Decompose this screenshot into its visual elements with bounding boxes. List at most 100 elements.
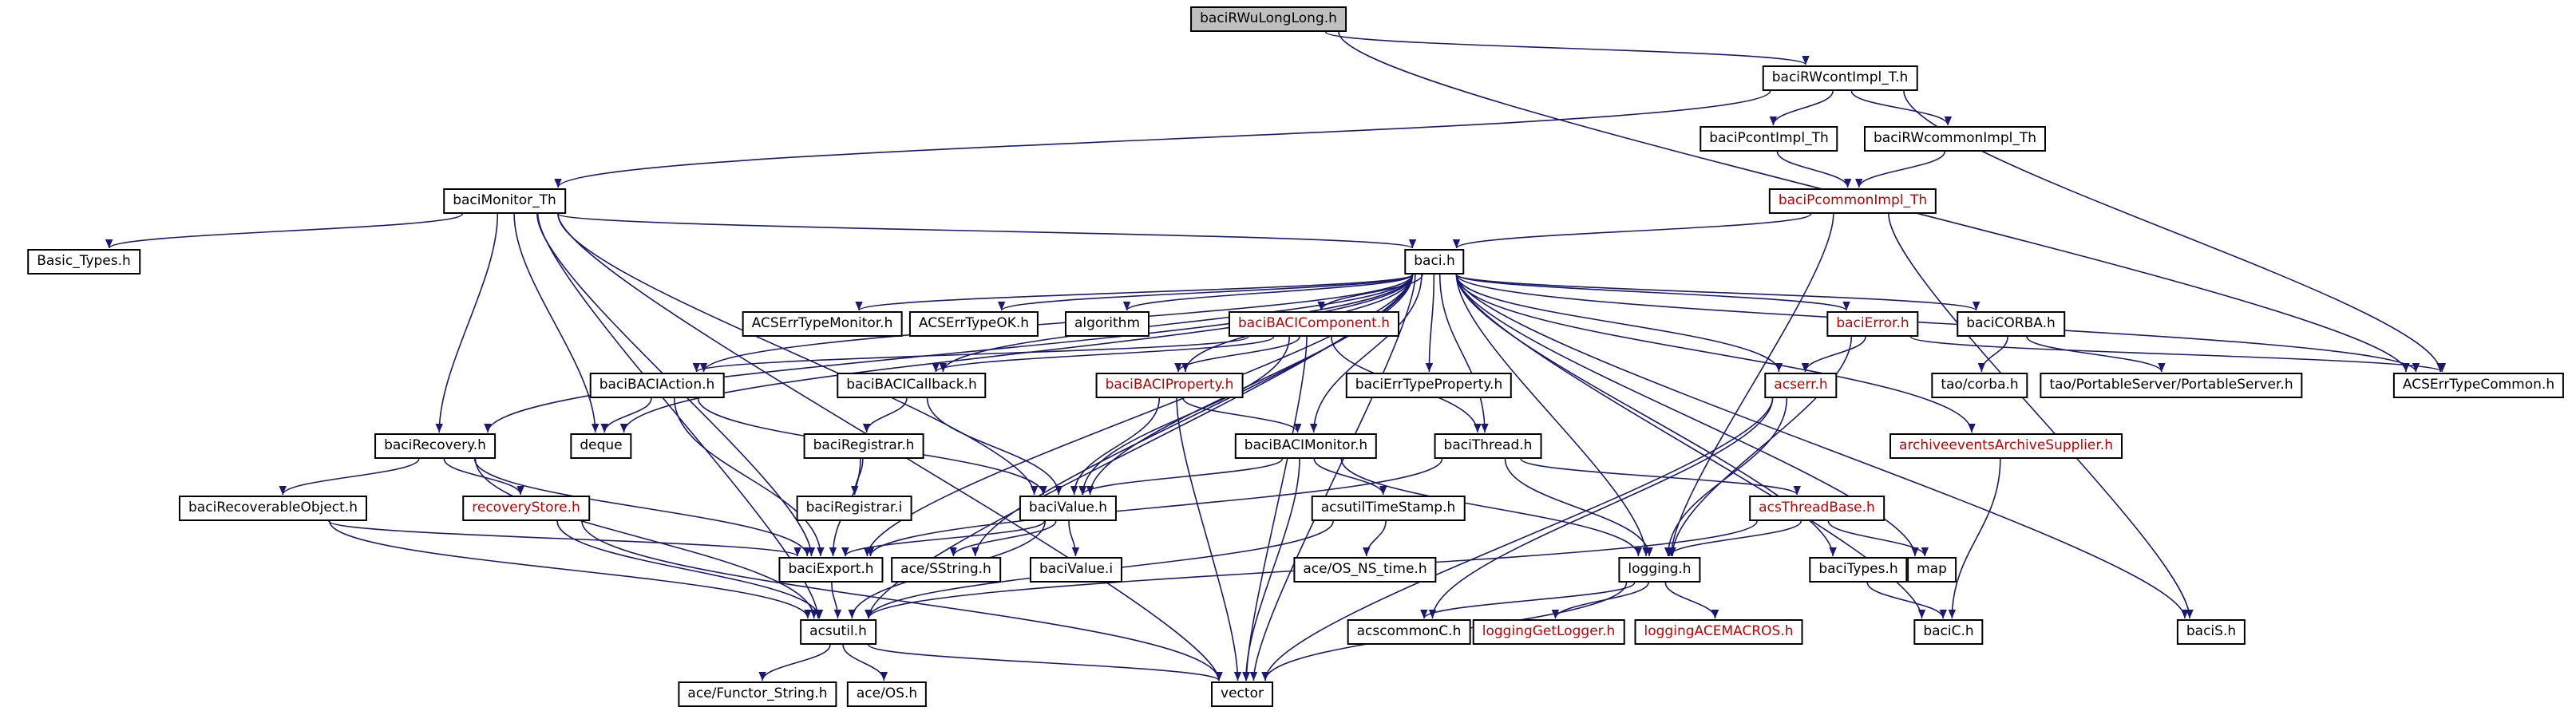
include-edge bbox=[1776, 151, 1852, 188]
include-edge bbox=[939, 274, 1414, 373]
graph-node-bacibacimonitor-h[interactable]: baciBACIMonitor.h bbox=[1234, 433, 1378, 460]
include-edge bbox=[1455, 274, 1783, 373]
include-edge bbox=[279, 458, 420, 496]
include-edge bbox=[1455, 274, 2420, 373]
graph-node-logginggetlogger-h[interactable]: loggingGetLogger.h bbox=[1472, 619, 1625, 646]
include-edge bbox=[1340, 458, 1643, 557]
include-edge bbox=[1551, 582, 1649, 619]
graph-node-bacic-h[interactable]: baciC.h bbox=[1913, 619, 1984, 646]
include-edge bbox=[926, 397, 1063, 496]
graph-node-bacitypes-h[interactable]: baciTypes.h bbox=[1809, 557, 1908, 583]
graph-node-bacipcontimpl-th[interactable]: baciPcontImpl_Th bbox=[1700, 126, 1838, 152]
include-edge bbox=[1769, 90, 1834, 126]
graph-node-bacirwcontimpl-t-h[interactable]: baciRWcontImpl_T.h bbox=[1762, 65, 1918, 92]
graph-node-baciregistrar-h[interactable]: baciRegistrar.h bbox=[803, 433, 924, 460]
include-edge bbox=[557, 213, 1416, 249]
include-edge bbox=[600, 397, 652, 433]
graph-node-logging-h[interactable]: logging.h bbox=[1618, 557, 1701, 583]
graph-node-baci-h[interactable]: baci.h bbox=[1404, 249, 1465, 275]
include-edge bbox=[1948, 458, 2001, 619]
graph-node-bacibacicallback-h[interactable]: baciBACICallback.h bbox=[837, 373, 987, 399]
graph-node-vector[interactable]: vector bbox=[1211, 681, 1273, 708]
graph-node-map[interactable]: map bbox=[1907, 557, 1957, 583]
graph-node-acsutil-h[interactable]: acsutil.h bbox=[800, 619, 876, 646]
graph-node-acscommonc-h[interactable]: acscommonC.h bbox=[1347, 619, 1471, 646]
graph-node-bacicorba-h[interactable]: baciCORBA.h bbox=[1957, 311, 2065, 338]
include-edge bbox=[932, 336, 1275, 373]
graph-node-bacirwcommonimpl-th[interactable]: baciRWcommonImpl_Th bbox=[1864, 126, 2046, 152]
include-edge bbox=[329, 520, 812, 619]
include-edge bbox=[1068, 520, 1080, 557]
graph-node-deque[interactable]: deque bbox=[570, 433, 632, 460]
include-edge bbox=[1665, 520, 1802, 557]
include-edge bbox=[674, 397, 825, 557]
graph-node-bacibaciproperty-h[interactable]: baciBACIProperty.h bbox=[1095, 373, 1244, 399]
include-edge bbox=[1317, 274, 1423, 311]
include-edge bbox=[1520, 458, 1801, 496]
graph-node-bacirecovery-h[interactable]: baciRecovery.h bbox=[374, 433, 496, 460]
include-edge bbox=[1455, 274, 2189, 619]
include-edge bbox=[1438, 274, 1489, 433]
graph-node-acsthreadbase-h[interactable]: acsThreadBase.h bbox=[1749, 496, 1885, 522]
include-edge bbox=[1827, 520, 1929, 557]
include-edge bbox=[1801, 336, 1866, 373]
graph-node-acserrtypeok-h[interactable]: ACSErrTypeOK.h bbox=[908, 311, 1039, 338]
include-edge bbox=[443, 458, 524, 496]
graph-node-basic-types-h[interactable]: Basic_Types.h bbox=[27, 249, 140, 275]
graph-node-algorithm[interactable]: algorithm bbox=[1064, 311, 1150, 338]
include-edge bbox=[868, 644, 1223, 681]
include-edge bbox=[1854, 151, 1945, 188]
include-edge bbox=[1176, 397, 1242, 681]
graph-node-archiveeventsarchivesupplier-h[interactable]: archiveeventsArchiveSupplier.h bbox=[1889, 433, 2123, 460]
graph-node-baciexport-h[interactable]: baciExport.h bbox=[778, 557, 884, 583]
graph-node-acserrtypemonitor-h[interactable]: ACSErrTypeMonitor.h bbox=[742, 311, 903, 338]
graph-node-bacibaciaction-h[interactable]: baciBACIAction.h bbox=[589, 373, 725, 399]
include-edge bbox=[619, 274, 1414, 433]
include-edge bbox=[1261, 397, 1774, 681]
graph-node-ace-functor-string-h[interactable]: ace/Functor_String.h bbox=[678, 681, 837, 708]
graph-node-ace-os-ns-time-h[interactable]: ace/OS_NS_time.h bbox=[1293, 557, 1437, 583]
graph-node-bacierrtypeproperty-h[interactable]: baciErrTypeProperty.h bbox=[1345, 373, 1513, 399]
include-edge bbox=[855, 274, 1414, 311]
include-edge bbox=[998, 274, 1414, 311]
include-edge bbox=[474, 458, 818, 619]
graph-node-tao-corba-h[interactable]: tao/corba.h bbox=[1931, 373, 2028, 399]
graph-node-ace-os-h[interactable]: ace/OS.h bbox=[846, 681, 928, 708]
graph-node-bacibacicomponent-h[interactable]: baciBACIComponent.h bbox=[1228, 311, 1400, 338]
graph-node-bacirecoverableobject-h[interactable]: baciRecoverableObject.h bbox=[179, 496, 367, 522]
include-edge bbox=[1455, 274, 1976, 433]
graph-node-recoverystore-h[interactable]: recoveryStore.h bbox=[462, 496, 590, 522]
include-edge bbox=[105, 213, 464, 249]
graph-node-bacimonitor-th[interactable]: baciMonitor_Th bbox=[443, 188, 566, 215]
graph-node-acsutiltimestamp-h[interactable]: acsutilTimeStamp.h bbox=[1311, 496, 1466, 522]
graph-node-bacipcommonimpl-th[interactable]: baciPcommonImpl_Th bbox=[1768, 188, 1937, 215]
include-edge bbox=[1249, 274, 1416, 681]
include-edge bbox=[1455, 274, 1980, 311]
graph-node-bacivalue-i[interactable]: baciValue.i bbox=[1029, 557, 1123, 583]
graph-node-acserr-h[interactable]: acserr.h bbox=[1764, 373, 1838, 399]
graph-node-ace-sstring-h[interactable]: ace/SString.h bbox=[891, 557, 1001, 583]
include-edge bbox=[1455, 274, 1837, 557]
include-edge bbox=[1309, 274, 1423, 433]
graph-node-tao-portableserver-portableserver-h[interactable]: tao/PortableServer/PortableServer.h bbox=[2040, 373, 2303, 399]
include-edge bbox=[1242, 458, 1300, 681]
graph-node-bacis-h[interactable]: baciS.h bbox=[2176, 619, 2246, 646]
include-edge bbox=[1174, 336, 1300, 373]
include-edge bbox=[484, 274, 1414, 433]
graph-node-baciregistrar-i[interactable]: baciRegistrar.i bbox=[796, 496, 912, 522]
include-edge bbox=[513, 213, 599, 433]
include-edge bbox=[556, 520, 824, 619]
graph-node-bacithread-h[interactable]: baciThread.h bbox=[1434, 433, 1542, 460]
graph-node-bacierror-h[interactable]: baciError.h bbox=[1826, 311, 1919, 338]
include-edge bbox=[1428, 397, 1774, 619]
include-edge bbox=[1078, 458, 1283, 496]
graph-node-loggingacemacros-h[interactable]: loggingACEMACROS.h bbox=[1634, 619, 1803, 646]
include-edge bbox=[949, 520, 1057, 557]
include-edge bbox=[435, 213, 499, 433]
include-edge bbox=[1455, 274, 1850, 311]
include-edge bbox=[1455, 274, 1650, 557]
include-edge bbox=[1455, 274, 1919, 557]
graph-node-acserrtypecommon-h[interactable]: ACSErrTypeCommon.h bbox=[2392, 373, 2565, 399]
graph-node-bacivalue-h[interactable]: baciValue.h bbox=[1019, 496, 1118, 522]
